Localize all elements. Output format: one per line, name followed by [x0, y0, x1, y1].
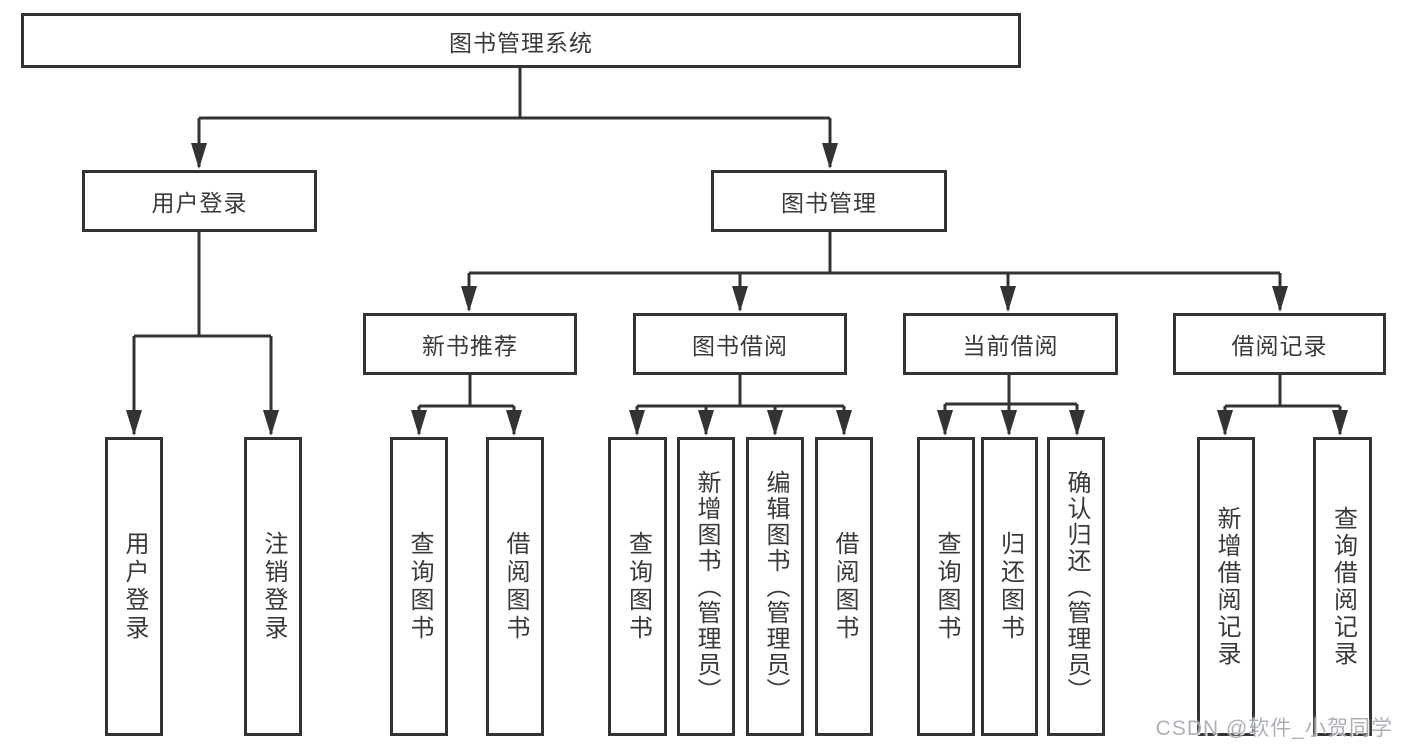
node-new-book-recommend: 新书推荐 [363, 313, 577, 375]
node-leaf-borrow-book: 借阅图书 [815, 437, 873, 736]
node-leaf-query-book-borrow: 查询图书 [608, 437, 667, 736]
node-leaf-borrow-book-recommend: 借阅图书 [486, 437, 544, 736]
node-leaf-logout: 注销登录 [244, 437, 302, 736]
node-current-borrow: 当前借阅 [903, 313, 1118, 375]
node-leaf-add-book-admin: 新增图书（管理员） [677, 437, 735, 736]
node-user-login: 用户登录 [82, 170, 317, 232]
node-leaf-user-login: 用户登录 [105, 437, 163, 736]
node-leaf-query-book-current: 查询图书 [917, 437, 975, 736]
node-leaf-query-borrow-record: 查询借阅记录 [1313, 437, 1372, 736]
node-root-library-system: 图书管理系统 [21, 13, 1021, 68]
node-leaf-return-book: 归还图书 [981, 437, 1038, 736]
node-leaf-edit-book-admin: 编辑图书（管理员） [746, 437, 804, 736]
node-leaf-query-book-recommend: 查询图书 [390, 437, 448, 736]
node-book-borrow: 图书借阅 [633, 313, 847, 375]
node-book-management: 图书管理 [711, 170, 947, 232]
node-leaf-add-borrow-record: 新增借阅记录 [1197, 437, 1255, 736]
node-borrow-records: 借阅记录 [1173, 313, 1386, 375]
watermark: CSDN @软件_小贺同学 [1155, 717, 1393, 740]
node-leaf-confirm-return-admin: 确认归还（管理员） [1047, 437, 1105, 736]
